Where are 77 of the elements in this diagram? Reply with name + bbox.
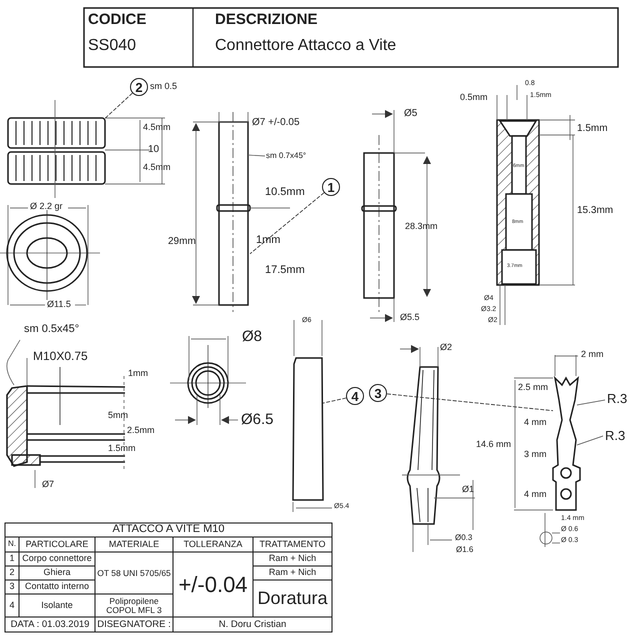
designer-name: N. Doru Cristian [218, 618, 288, 632]
dimension-label: 5mm [108, 411, 128, 421]
dimension-label: 17.5mm [265, 264, 305, 276]
leader-line [104, 92, 133, 119]
dimension-label: Ø11.5 [47, 300, 71, 310]
dimension-label: 0.5mm [460, 93, 488, 103]
treatment-text: Ram + Nich [268, 552, 318, 566]
callout-number: 3 [369, 384, 387, 402]
callout-number: 2 [130, 78, 148, 96]
material-text: OT 58 UNI 5705/65 [96, 566, 172, 580]
contact-drawing [552, 376, 581, 511]
dimension-label: 15.3mm [577, 205, 614, 216]
dimension-label: 10.5mm [265, 186, 305, 198]
treatment-text: Doratura [256, 587, 329, 610]
leader-line [386, 394, 554, 412]
dimension-label: 10 [148, 144, 160, 155]
treatment-text: Ram + Nich [268, 566, 318, 580]
row-number: 4 [8, 598, 16, 612]
part-name: Ghiera [42, 566, 72, 580]
column-header: TOLLERANZA [182, 538, 244, 551]
dimension-label: Ø8 [242, 329, 262, 346]
row-number: 3 [8, 580, 16, 594]
dimension-label: Ø7 +/-0.05 [252, 117, 300, 128]
code-text: SS040 [88, 37, 136, 55]
dimension-label: Ø1.6 [456, 546, 474, 555]
leader-line [322, 398, 347, 404]
dimension-label: 4 mm [524, 490, 546, 500]
row-number: 2 [8, 566, 16, 580]
title-block-heading: ATTACCO A VITE M10 [111, 523, 226, 537]
leader-line [250, 192, 324, 254]
dimension-label: 1.5mm [577, 123, 608, 134]
dimension-label: Ø2 [440, 343, 452, 353]
dimension-label: Ø0.3 [455, 534, 472, 543]
dimension-label: 14.6 mm [476, 440, 512, 450]
dimension-label: sm 0.5 [150, 82, 178, 92]
designer-label: DISEGNATORE : [96, 618, 172, 632]
dimension-label: R.3 [605, 429, 626, 444]
ring-nut-drawing [7, 117, 106, 185]
column-header: TRATTAMENTO [258, 538, 326, 551]
dimension-label: M10X0.75 [33, 350, 88, 364]
dimension-label: Ø5.5 [400, 313, 420, 323]
column-header: MATERIALE [108, 538, 160, 551]
dimension-label: sm 0.5x45° [24, 323, 80, 336]
row-number: 1 [8, 552, 16, 566]
dimension-label: 4 mm [524, 418, 546, 428]
dimension-label: 2.5mm [127, 426, 155, 436]
part-name: Contatto interno [24, 580, 90, 594]
dimension-label: 1.5mm [108, 444, 136, 454]
dimension-label: 28.3mm [405, 222, 438, 232]
pin-drawing [216, 112, 251, 312]
dimension-label: 1mm [256, 234, 280, 246]
tolerance-value: +/-0.04 [177, 570, 249, 599]
material-text: Polipropilene COPOL MFL 3 [105, 594, 163, 616]
dimension-label: 1mm [128, 369, 148, 379]
insulator-drawing [292, 357, 324, 501]
dimension-label: Ø5 [404, 108, 418, 119]
dimension-label: 4.5mm [143, 123, 171, 133]
callout-number: 1 [322, 178, 340, 196]
column-header: PARTICOLARE [24, 538, 90, 551]
dimension-label: 29mm [168, 236, 196, 247]
dimension-label: 3 mm [524, 450, 546, 460]
dimension-label: 4.5mm [143, 163, 171, 173]
description-text: Connettore Attacco a Vite [215, 37, 396, 55]
column-header: CODICE [88, 12, 146, 28]
dimension-label: R.3 [607, 392, 628, 406]
date-text: DATA : 01.03.2019 [10, 618, 90, 632]
dimension-label: 2.5 mm [518, 383, 548, 393]
dimension-label: Ø7 [42, 480, 54, 490]
dimension-label: 2 mm [581, 350, 604, 360]
part-name: Corpo connettore [21, 552, 93, 566]
dimension-label: Ø1 [462, 485, 474, 495]
callout-number: 4 [346, 387, 364, 405]
dimension-label: Ø6.5 [241, 412, 274, 428]
column-header: DESCRIZIONE [215, 12, 318, 28]
column-header: N. [7, 538, 17, 550]
dimension-label: sm 0.7x45° [266, 152, 306, 161]
part-name: Isolante [40, 598, 74, 612]
